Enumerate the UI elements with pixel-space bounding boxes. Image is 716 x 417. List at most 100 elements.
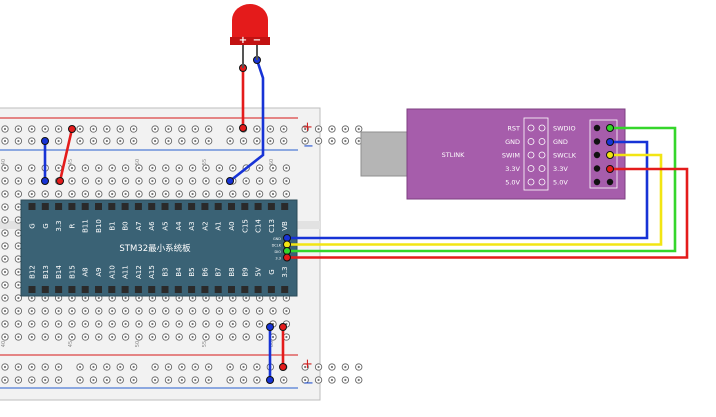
breadboard-hole-center — [271, 335, 275, 339]
led-cathode-wire — [229, 59, 265, 183]
breadboard-hole-center — [105, 365, 108, 369]
breadboard-hole-center — [330, 127, 334, 131]
breadboard-hole-center — [258, 296, 261, 300]
breadboard-hole-center — [70, 179, 74, 183]
breadboard-hole-center — [70, 296, 74, 300]
stm32-bottom-pin-label: 5V — [255, 267, 263, 276]
led-anode-wire-end — [239, 124, 247, 132]
breadboard-hole-center — [137, 322, 141, 326]
breadboard-hole-center — [180, 139, 183, 143]
breadboard-hole-center — [242, 378, 245, 382]
stm32-top-pin — [108, 203, 116, 210]
breadboard-hole-center — [218, 166, 221, 170]
breadboard-hole-center — [180, 127, 183, 131]
breadboard-hole-center — [17, 257, 20, 261]
breadboard-hole-center — [207, 378, 210, 382]
stm32-bottom-pin — [267, 286, 275, 293]
breadboard-hole-center — [84, 296, 87, 300]
breadboard-hole-center — [245, 322, 248, 326]
breadboard-hole-center — [285, 335, 288, 339]
breadboard-hole-center — [84, 309, 87, 313]
stlink-output-pin — [593, 178, 601, 186]
stm32-top-pin-label: B0 — [122, 221, 130, 230]
stm32-top-pin-label: 3.3 — [55, 220, 63, 231]
breadboard-hole-center — [344, 365, 347, 369]
debug-pin-label: DCLK — [272, 243, 282, 247]
stm32-bottom-pin-label: B8 — [228, 267, 236, 276]
breadboard-hole-center — [111, 309, 114, 313]
breadboard-hole-center — [231, 166, 234, 170]
breadboard-hole-center — [218, 309, 221, 313]
breadboard-hole-center — [271, 192, 275, 196]
breadboard-hole-center — [194, 127, 197, 131]
breadboard-hole-center — [17, 378, 20, 382]
column-number-bottom: 40 — [1, 341, 7, 347]
breadboard-hole-center — [124, 166, 127, 170]
breadboard-hole-center — [78, 365, 82, 369]
breadboard-hole-center — [258, 335, 261, 339]
stlink-left-label: 5.0V — [505, 178, 520, 186]
breadboard-hole-center — [57, 322, 60, 326]
breadboard-hole-center — [78, 127, 82, 131]
stm32-bottom-pin-label: B15 — [68, 265, 76, 279]
stm32-top-pin-label: A6 — [148, 221, 156, 231]
breadboard-hole-center — [3, 205, 7, 209]
stm32-bottom-pin — [55, 286, 63, 293]
breadboard-hole-center — [3, 244, 7, 248]
breadboard-hole-center — [92, 139, 95, 143]
breadboard-hole-center — [229, 139, 232, 143]
breadboard-hole-center — [3, 257, 7, 261]
breadboard-hole-center — [111, 322, 114, 326]
breadboard-hole-center — [17, 205, 20, 209]
breadboard-hole-center — [285, 192, 288, 196]
jumper-gnd-bottom-end — [266, 323, 274, 331]
breadboard-hole-center — [269, 139, 272, 143]
breadboard-hole-center — [17, 244, 20, 248]
breadboard-hole-center — [30, 139, 33, 143]
breadboard-hole-center — [111, 179, 114, 183]
breadboard-hole-center — [231, 296, 234, 300]
breadboard-hole-center — [124, 309, 127, 313]
wire-3v3-end — [606, 165, 614, 173]
stm32-top-pin — [254, 203, 262, 210]
breadboard-hole-center — [57, 166, 60, 170]
breadboard-hole-center — [285, 309, 288, 313]
led: + − — [230, 4, 270, 68]
stm32-top-pin-label: B1 — [108, 221, 116, 230]
led-plus: + — [239, 35, 247, 46]
stm32-top-pin-label: A3 — [188, 221, 196, 230]
stlink-pin — [527, 178, 535, 186]
jumper-gnd-top-end — [41, 177, 49, 185]
breadboard-hole-center — [84, 322, 87, 326]
breadboard-hole-center — [330, 378, 334, 382]
breadboard-hole-center — [258, 166, 261, 170]
stm32-bottom-pin — [121, 286, 129, 293]
breadboard-hole-center — [124, 192, 127, 196]
stlink-right-label: SWCLK — [553, 151, 577, 159]
stm32-top-pin — [121, 203, 129, 210]
stm32-top-pin-label: B10 — [95, 219, 103, 233]
breadboard-hole-center — [153, 127, 157, 131]
breadboard-hole-center — [30, 192, 33, 196]
breadboard-hole-center — [57, 192, 60, 196]
breadboard-hole-center — [191, 309, 194, 313]
stm32-top-pin-label: A0 — [228, 221, 236, 230]
breadboard-hole-center — [191, 179, 194, 183]
breadboard-hole-center — [151, 166, 154, 170]
debug-pin-label: 3.3 — [275, 256, 281, 260]
stlink-pin — [538, 165, 546, 172]
stm32-top-pin — [41, 203, 49, 210]
breadboard-hole-center — [30, 335, 33, 339]
breadboard-hole-center — [164, 296, 167, 300]
breadboard-hole-center — [344, 378, 347, 382]
column-number-bottom: 55 — [202, 341, 208, 347]
breadboard-hole-center — [84, 166, 87, 170]
breadboard-hole-center — [137, 166, 141, 170]
breadboard-hole-center — [180, 378, 183, 382]
breadboard-hole-center — [245, 192, 248, 196]
breadboard-hole-center — [304, 127, 307, 131]
stm32-top-pin-label: C15 — [241, 219, 249, 233]
breadboard-hole-center — [92, 378, 95, 382]
breadboard-hole-center — [207, 127, 210, 131]
